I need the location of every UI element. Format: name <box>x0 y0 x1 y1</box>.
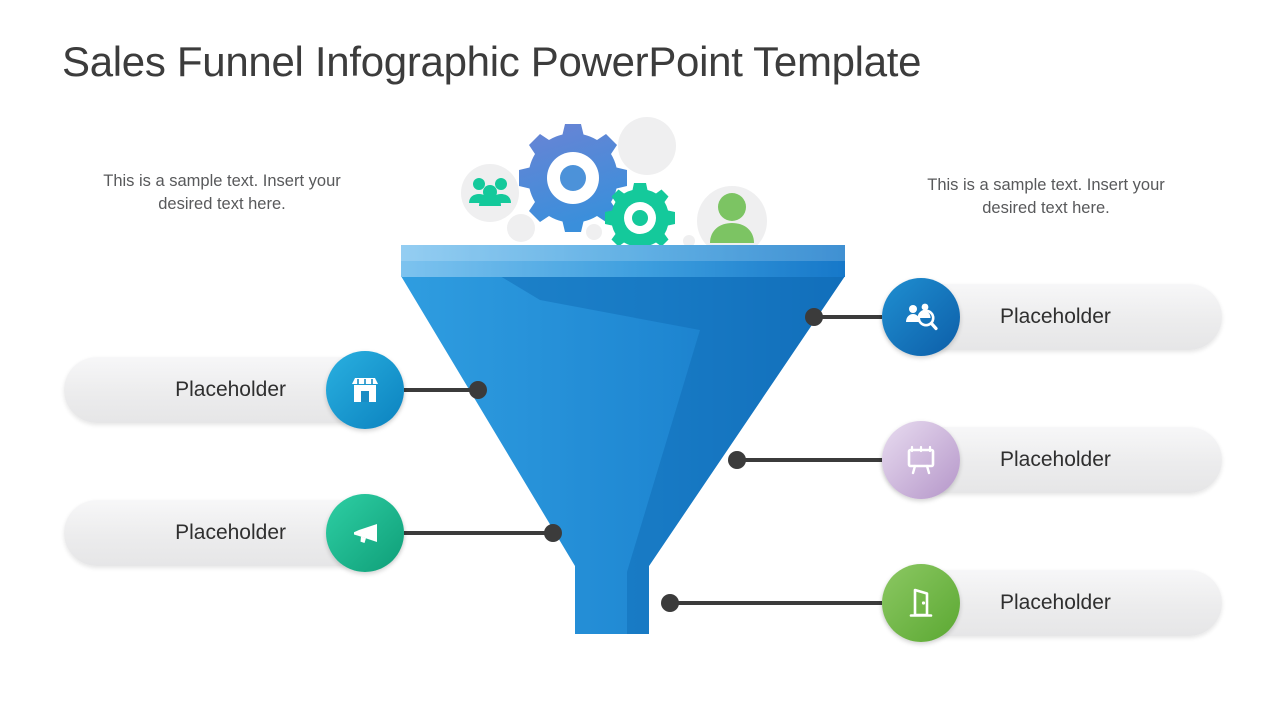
funnel-item-label: Placeholder <box>1000 591 1111 614</box>
connector-dots-right <box>661 308 823 612</box>
page-title: Sales Funnel Infographic PowerPoint Temp… <box>62 38 922 85</box>
funnel-body <box>401 276 845 634</box>
billboard-icon <box>907 445 935 475</box>
funnel-item-left-2[interactable]: Placeholder <box>64 494 404 572</box>
funnel-item-label: Placeholder <box>175 378 286 401</box>
storefront-icon-badge[interactable] <box>326 351 404 429</box>
funnel-item-right-1[interactable]: Placeholder <box>882 278 1222 356</box>
billboard-icon-badge[interactable] <box>882 421 960 499</box>
funnel-rim-highlight <box>401 245 845 261</box>
connectors-right <box>670 315 900 605</box>
group-people-icon <box>469 178 511 206</box>
person-icon <box>710 193 754 243</box>
funnel-item-left-1[interactable]: Placeholder <box>64 351 404 429</box>
audience-search-icon <box>906 303 938 331</box>
connectors-left <box>380 388 553 535</box>
funnel-item-right-2[interactable]: Placeholder <box>882 421 1222 499</box>
cluster-decorative-circles <box>507 117 695 247</box>
open-door-icon-badge[interactable] <box>882 564 960 642</box>
storefront-icon <box>352 378 378 402</box>
person-icon-circle <box>697 186 767 256</box>
sample-text-left: This is a sample text. Insert your desir… <box>103 172 341 214</box>
funnel-item-label: Placeholder <box>175 521 286 544</box>
open-door-icon <box>909 588 933 617</box>
gear-small-icon <box>605 183 675 253</box>
funnel-item-label: Placeholder <box>1000 448 1111 471</box>
funnel-item-label: Placeholder <box>1000 305 1111 328</box>
megaphone-icon-badge[interactable] <box>326 494 404 572</box>
gear-large-icon <box>519 124 627 232</box>
megaphone-icon <box>354 524 377 543</box>
funnel-item-right-3[interactable]: Placeholder <box>882 564 1222 642</box>
funnel-shadow <box>500 276 845 634</box>
audience-search-icon-badge[interactable] <box>882 278 960 356</box>
sample-text-right: This is a sample text. Insert your desir… <box>927 176 1165 218</box>
funnel-rim <box>401 245 845 277</box>
group-people-icon-circle <box>461 164 519 222</box>
connector-dots-left <box>469 381 562 542</box>
